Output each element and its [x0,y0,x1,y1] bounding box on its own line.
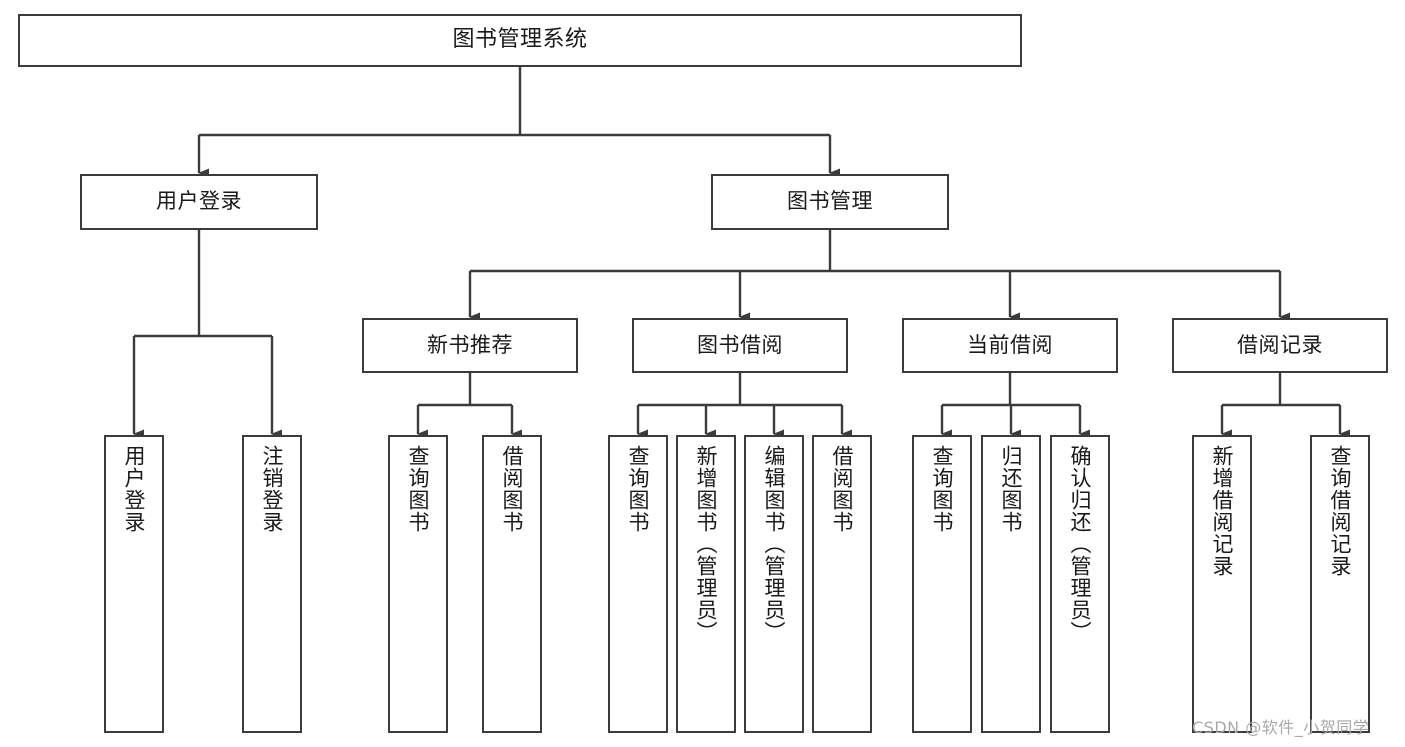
node-leaf-query-book-2[interactable]: 查询图书 [608,435,668,733]
node-label: 借阅记录 [1237,332,1323,357]
node-label: 查询图书 [930,445,955,533]
node-leaf-query-book-3[interactable]: 查询图书 [912,435,972,733]
node-label: 当前借阅 [967,332,1053,357]
node-label: 查询图书 [406,445,431,533]
node-user-login[interactable]: 用户登录 [80,174,318,230]
node-label: 编辑图书（管理员） [762,445,787,643]
node-label: 借阅图书 [500,445,525,533]
node-label: 新书推荐 [427,332,513,357]
node-book-manage[interactable]: 图书管理 [711,174,949,230]
node-leaf-borrow-book-1[interactable]: 借阅图书 [482,435,542,733]
node-book-borrow[interactable]: 图书借阅 [632,318,848,373]
node-leaf-add-book[interactable]: 新增图书（管理员） [676,435,736,733]
node-leaf-edit-book[interactable]: 编辑图书（管理员） [744,435,804,733]
node-borrow-record[interactable]: 借阅记录 [1172,318,1388,373]
node-label: 注销登录 [260,445,285,533]
node-leaf-add-record[interactable]: 新增借阅记录 [1192,435,1252,733]
node-label: 归还图书 [999,445,1024,533]
node-new-book-recommend[interactable]: 新书推荐 [362,318,578,373]
watermark-label: CSDN @软件_小贺同学 [1192,718,1370,737]
node-label: 图书管理 [787,189,873,214]
node-leaf-query-record[interactable]: 查询借阅记录 [1310,435,1370,733]
node-label: 新增图书（管理员） [694,445,719,643]
node-label: 用户登录 [122,445,147,533]
node-label: 图书借阅 [697,332,783,357]
node-root[interactable]: 图书管理系统 [18,14,1022,67]
node-label: 新增借阅记录 [1210,445,1235,577]
node-leaf-borrow-book-2[interactable]: 借阅图书 [812,435,872,733]
node-label: 用户登录 [156,189,242,214]
node-label: 图书管理系统 [452,27,588,53]
node-leaf-user-login[interactable]: 用户登录 [104,435,164,733]
node-leaf-return-book[interactable]: 归还图书 [981,435,1041,733]
node-label: 查询借阅记录 [1328,445,1353,577]
node-leaf-confirm-return[interactable]: 确认归还（管理员） [1050,435,1110,733]
node-leaf-query-book-1[interactable]: 查询图书 [388,435,448,733]
node-leaf-logout[interactable]: 注销登录 [242,435,302,733]
node-current-borrow[interactable]: 当前借阅 [902,318,1118,373]
node-label: 查询图书 [626,445,651,533]
node-label: 确认归还（管理员） [1068,445,1093,643]
node-label: 借阅图书 [830,445,855,533]
